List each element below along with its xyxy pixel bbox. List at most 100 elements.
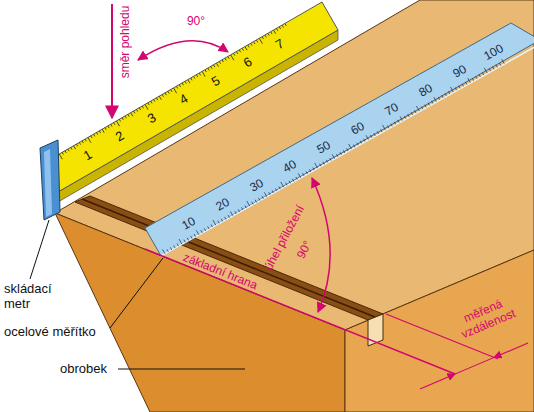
tick-mark <box>191 78 192 80</box>
angle-label: úhel přiložení <box>262 203 308 273</box>
part-label: skládací metr <box>4 282 74 312</box>
dimension-label: měřená vzdálenost <box>447 291 524 345</box>
view-direction-arrow <box>111 4 113 118</box>
tick-mark <box>208 226 210 229</box>
tick-mark <box>82 141 83 143</box>
steel-ruler-edge <box>161 44 534 256</box>
ruler-number: 2 <box>113 129 127 146</box>
tick-mark <box>482 72 483 75</box>
tick-mark <box>259 198 260 201</box>
tick-mark <box>171 90 172 92</box>
tick-mark <box>77 144 78 146</box>
tick-mark <box>179 85 180 87</box>
tick-mark <box>306 171 307 174</box>
tick-mark <box>188 80 190 83</box>
tick-mark <box>174 88 177 93</box>
edge-label: základní hrana <box>181 251 259 293</box>
tick-mark <box>320 164 322 167</box>
tick-mark <box>315 163 318 168</box>
tick-mark <box>404 116 406 119</box>
tick-mark <box>131 113 133 116</box>
folding-ruler <box>42 2 338 192</box>
tick-mark <box>114 123 115 125</box>
tick-mark <box>225 217 226 220</box>
tick-mark <box>177 244 178 247</box>
tick-mark <box>445 93 447 96</box>
tick-mark <box>438 97 439 100</box>
tick-mark <box>219 62 220 64</box>
tick-mark <box>468 78 471 82</box>
ruler-number: 5 <box>209 74 223 91</box>
tick-mark <box>292 179 294 182</box>
tick-mark <box>177 86 178 88</box>
tick-mark <box>108 126 109 128</box>
tick-mark <box>68 149 69 151</box>
tick-mark <box>119 119 120 121</box>
tick-mark <box>228 57 229 59</box>
tick-mark <box>225 58 226 60</box>
tick-mark <box>274 30 276 33</box>
reference-edge-line <box>145 249 455 374</box>
tick-mark <box>242 207 244 210</box>
tick-mark <box>174 246 175 249</box>
scale-number: 70 <box>383 101 401 120</box>
tick-mark <box>415 110 417 113</box>
scale-number: 40 <box>281 158 299 177</box>
tick-mark <box>88 138 91 143</box>
tick-mark <box>416 106 419 111</box>
tick-mark <box>251 44 252 46</box>
tick-mark <box>408 114 410 117</box>
tick-mark <box>211 225 213 228</box>
tick-mark <box>332 154 335 158</box>
tick-mark <box>239 50 240 52</box>
tick-mark <box>137 110 138 112</box>
tick-mark <box>271 32 272 34</box>
tick-mark <box>400 116 402 120</box>
tick-mark <box>364 139 366 142</box>
tick-mark <box>428 103 429 106</box>
ruler-number: 6 <box>241 55 255 72</box>
tick-mark <box>122 118 123 120</box>
tick-mark <box>168 91 169 93</box>
ruler-number: 7 <box>273 37 287 54</box>
tick-mark <box>323 162 325 165</box>
tick-mark <box>184 240 185 243</box>
tick-mark <box>71 147 72 149</box>
part-label: ocelové měřítko <box>4 325 96 340</box>
tick-mark <box>94 134 95 136</box>
tick-mark <box>102 129 104 132</box>
tick-mark <box>245 47 247 50</box>
angle-arc <box>138 41 228 60</box>
tick-mark <box>450 87 453 92</box>
tick-mark <box>205 70 206 72</box>
tick-mark <box>502 59 505 63</box>
tick-mark <box>162 95 163 97</box>
tick-mark <box>222 60 223 62</box>
tick-mark <box>148 103 149 105</box>
tick-mark <box>154 100 155 102</box>
tick-mark <box>303 173 304 176</box>
tick-mark <box>277 29 278 31</box>
tick-mark <box>387 126 388 129</box>
dimension-arrow <box>420 374 455 389</box>
tick-mark <box>394 122 395 125</box>
scale-number: 50 <box>315 139 333 158</box>
tick-mark <box>202 72 205 77</box>
tick-mark <box>285 24 286 26</box>
angle-label: 90° <box>187 15 205 29</box>
tick-mark <box>218 221 219 224</box>
tick-mark <box>139 108 140 110</box>
tick-mark <box>213 220 216 225</box>
tick-mark <box>354 145 355 148</box>
tick-mark <box>272 190 274 193</box>
dimension-arrow <box>494 343 528 358</box>
tick-mark <box>411 112 413 115</box>
tick-mark <box>298 173 301 177</box>
tick-mark <box>142 106 143 108</box>
tick-mark <box>259 39 262 44</box>
tick-mark <box>281 182 284 187</box>
tick-mark <box>465 82 467 85</box>
tick-mark <box>185 81 186 83</box>
tick-mark <box>337 154 339 157</box>
tick-mark <box>275 188 277 191</box>
